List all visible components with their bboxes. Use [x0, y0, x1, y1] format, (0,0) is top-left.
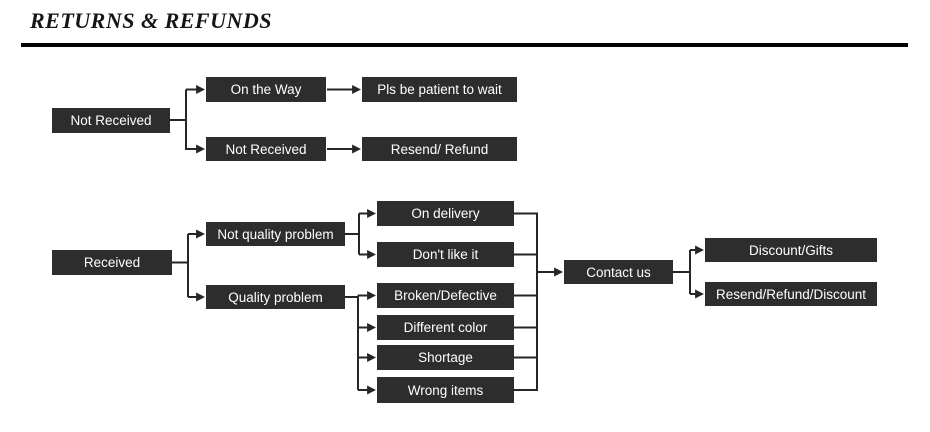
node-dont-like-it: Don't like it [377, 242, 514, 267]
node-received-root: Received [52, 250, 172, 275]
node-broken-defective: Broken/Defective [377, 283, 514, 308]
page-title: RETURNS & REFUNDS [30, 8, 273, 33]
node-discount-gifts: Discount/Gifts [705, 238, 877, 262]
node-not-received-root: Not Received [52, 108, 170, 133]
node-not-quality-problem: Not quality problem [206, 222, 345, 246]
node-shortage: Shortage [377, 345, 514, 370]
node-resend-refund-discount: Resend/Refund/Discount [705, 282, 877, 306]
node-quality-problem: Quality problem [206, 285, 345, 309]
title-underline-rule [21, 43, 908, 47]
node-not-received-branch: Not Received [206, 137, 326, 161]
node-wrong-items: Wrong items [377, 377, 514, 403]
node-on-the-way: On the Way [206, 77, 326, 102]
node-resend-refund: Resend/ Refund [362, 137, 517, 161]
node-contact-us: Contact us [564, 260, 673, 284]
node-on-delivery: On delivery [377, 201, 514, 226]
node-pls-be-patient: Pls be patient to wait [362, 77, 517, 102]
node-different-color: Different color [377, 315, 514, 340]
